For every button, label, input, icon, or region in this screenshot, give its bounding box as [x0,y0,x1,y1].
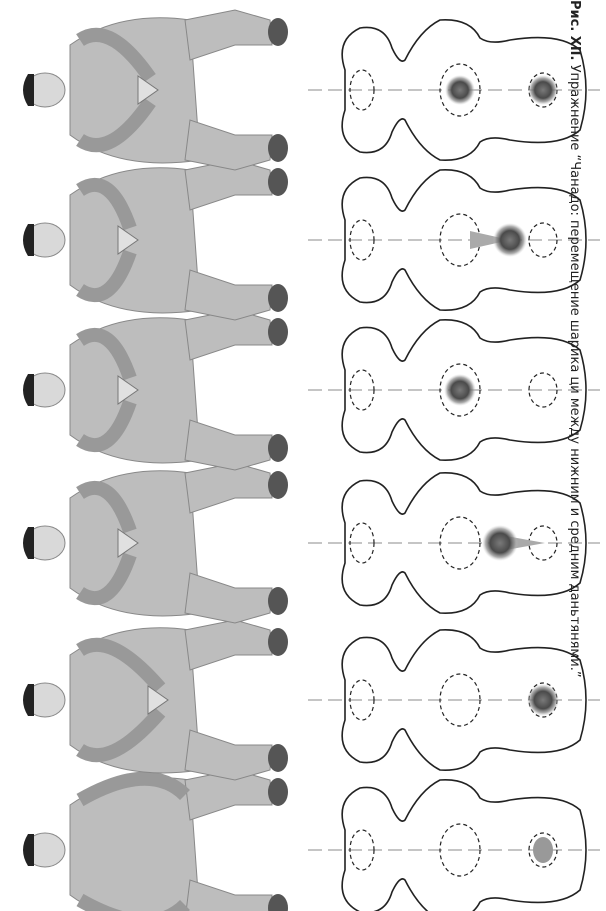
shoe-icon [268,471,288,499]
hair [23,374,34,406]
leg-right [185,420,272,470]
exercise-panel-5 [23,160,600,320]
shoe-icon [268,744,288,772]
exercise-panel-1 [23,770,600,911]
shoe-icon [268,587,288,615]
hair [23,834,34,866]
qi-ball [533,837,553,863]
hair [23,527,34,559]
shoe-icon [268,284,288,312]
leg-right [185,270,272,320]
qi-ball [444,374,476,406]
shoe-icon [268,18,288,46]
exercise-panel-2 [23,620,600,780]
shoe-icon [268,778,288,806]
qi-ball [527,684,559,716]
shoe-icon [268,134,288,162]
hair [23,74,34,106]
qi-ball-middle [445,75,475,105]
leg-right [185,573,272,623]
shoe-icon [268,318,288,346]
hair [23,684,34,716]
qi-ball [493,223,527,257]
exercise-panel-4 [23,310,600,470]
exercise-panel-6 [23,10,600,170]
leg-left [185,620,272,670]
leg-left [185,463,272,513]
qi-ball-lower [528,75,558,105]
leg-right [185,730,272,780]
exercise-panel-3 [23,463,600,623]
leg-left [185,10,272,60]
leg-right [185,120,272,170]
hair [23,224,34,256]
shoe-icon [268,434,288,462]
leg-right [185,880,272,911]
qi-ball [482,525,518,561]
shoe-icon [268,168,288,196]
shoe-icon [268,628,288,656]
